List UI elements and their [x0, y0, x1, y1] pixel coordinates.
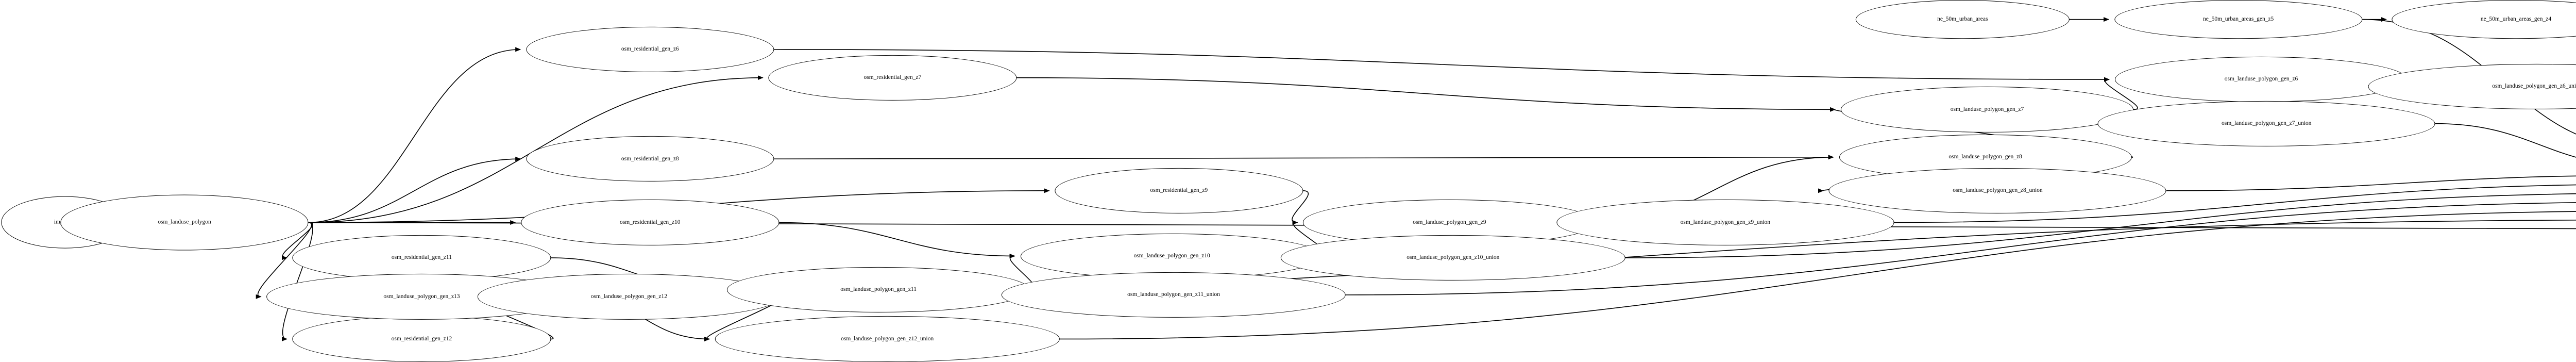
graph-node-osm-residential-gen-z6[interactable]: osm_residential_gen_z6	[526, 26, 774, 72]
graph-node-ne-50m-urban-areas-gen-z4[interactable]: ne_50m_urban_areas_gen_z4	[2392, 0, 2576, 39]
graph-edge	[779, 222, 1015, 259]
graph-node-osm-landuse-polygon-gen-z12[interactable]: osm_landuse_polygon_gen_z12	[477, 274, 781, 320]
graph-node-osm-residential-gen-z12[interactable]: osm_residential_gen_z12	[292, 316, 551, 362]
graph-edge	[308, 156, 521, 223]
graph-edge	[774, 49, 2110, 82]
graph-edge	[1059, 211, 2576, 340]
graph-edge	[1625, 193, 2576, 258]
graph-node-osm-residential-gen-z9[interactable]: osm_residential_gen_z9	[1055, 168, 1303, 213]
graph-node-osm-residential-gen-z8[interactable]: osm_residential_gen_z8	[526, 136, 774, 182]
graph-edge	[2104, 77, 2138, 110]
graph-edge	[1894, 184, 2576, 223]
graph-node-osm-landuse-polygon-gen-z6[interactable]: osm_landuse_polygon_gen_z6	[2114, 56, 2408, 103]
graph-node-ne-50m-urban-areas-gen-z5[interactable]: ne_50m_urban_areas_gen_z5	[2114, 0, 2363, 39]
graph-node-osm-landuse-polygon-gen-z11[interactable]: osm_landuse_polygon_gen_z11	[727, 267, 1030, 312]
graph-node-osm-landuse-polygon-gen-z7[interactable]: osm_landuse_polygon_gen_z7	[1840, 87, 2134, 133]
graph-node-osm-residential-gen-z10[interactable]: osm_residential_gen_z10	[521, 200, 779, 245]
graph-edge	[308, 47, 521, 223]
graph-edge	[256, 222, 312, 299]
graph-node-osm-landuse-polygon[interactable]: osm_landuse_polygon	[60, 194, 309, 251]
graph-node-osm-residential-gen-z11[interactable]: osm_residential_gen_z11	[292, 235, 551, 281]
graph-edge	[281, 222, 313, 341]
graph-node-osm-landuse-polygon-gen-z7-union[interactable]: osm_landuse_polygon_gen_z7_union	[2097, 101, 2435, 146]
graph-node-osm-landuse-polygon-gen-z9-union[interactable]: osm_landuse_polygon_gen_z9_union	[1556, 200, 1894, 245]
graph-edge	[774, 155, 1834, 160]
graph-node-ne-50m-urban-areas[interactable]: ne_50m_urban_areas	[1856, 0, 2070, 39]
graph-node-osm-residential-gen-z7[interactable]: osm_residential_gen_z7	[768, 55, 1017, 101]
graph-edge	[1346, 202, 2576, 295]
graph-edge	[2435, 123, 2576, 158]
graph-edge	[2166, 175, 2576, 191]
graph-node-osm-landuse-polygon-gen-z11-union[interactable]: osm_landuse_polygon_gen_z11_union	[1001, 272, 1346, 318]
graph-node-osm-landuse-polygon-gen-z10-union[interactable]: osm_landuse_polygon_gen_z10_union	[1281, 235, 1625, 281]
graph-node-osm-landuse-polygon-gen-z8-union[interactable]: osm_landuse_polygon_gen_z8_union	[1828, 168, 2166, 213]
graph-edge	[1016, 77, 1836, 112]
graph-edge	[281, 222, 313, 260]
graph-node-osm-landuse-polygon-gen-z12-union[interactable]: osm_landuse_polygon_gen_z12_union	[715, 316, 1060, 362]
graph-node-osm-landuse-polygon-gen-z10[interactable]: osm_landuse_polygon_gen_z10	[1020, 233, 1324, 279]
